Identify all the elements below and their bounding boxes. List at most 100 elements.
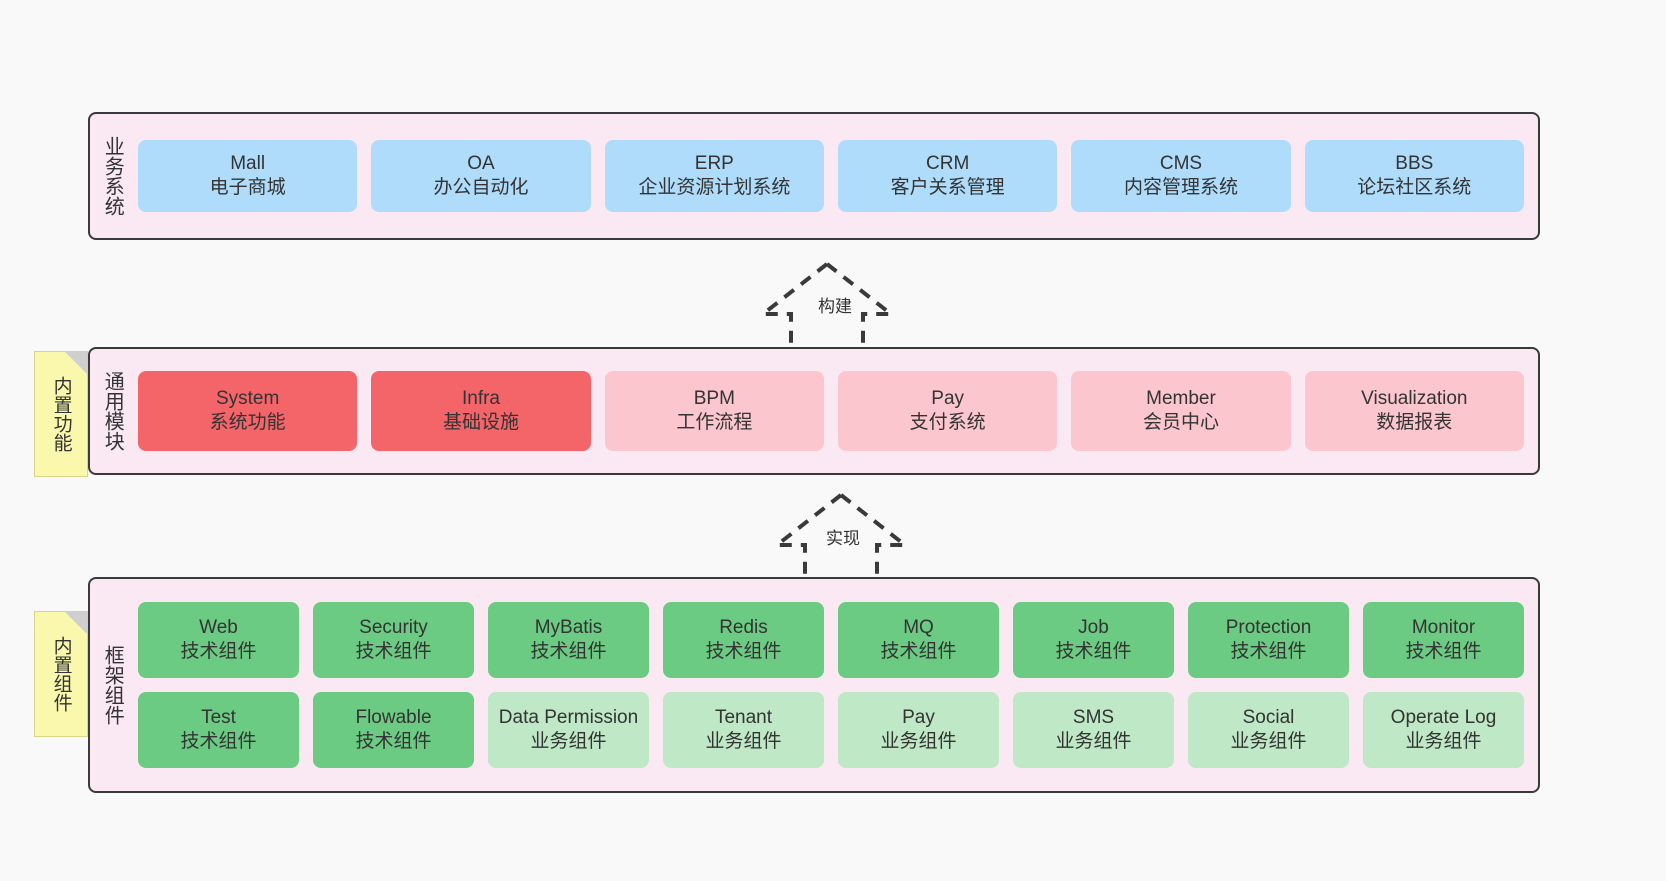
box-crm[interactable]: CRM 客户关系管理 xyxy=(837,140,1058,212)
box-tenant-en: Tenant xyxy=(714,707,773,729)
box-bbs[interactable]: BBS 论坛社区系统 xyxy=(1304,140,1524,212)
box-infra-en: Infra xyxy=(461,388,500,410)
box-bbs-cn: 论坛社区系统 xyxy=(1357,177,1472,198)
box-system[interactable]: System 系统功能 xyxy=(138,371,358,451)
box-sms-en: SMS xyxy=(1072,707,1115,729)
box-infra[interactable]: Infra 基础设施 xyxy=(371,371,591,451)
box-tenant[interactable]: Tenant 业务组件 xyxy=(663,692,824,768)
box-data-permission-cn: 业务组件 xyxy=(530,731,607,752)
connector-implement-label: 实现 xyxy=(826,529,860,548)
box-pay-module-cn: 支付系统 xyxy=(909,412,986,433)
connector-build-arrow xyxy=(757,258,897,350)
box-bpm-en: BPM xyxy=(693,388,735,410)
box-member-cn: 会员中心 xyxy=(1142,412,1219,433)
row-common-modules: System 系统功能 Infra 基础设施 BPM 工作流程 Pay 支付系统… xyxy=(138,371,1524,451)
box-social-cn: 业务组件 xyxy=(1230,731,1307,752)
box-job-en: Job xyxy=(1078,617,1109,639)
box-visualization[interactable]: Visualization 数据报表 xyxy=(1304,371,1524,451)
note-builtin-function: 内置功能 xyxy=(34,351,88,477)
connector-build-label: 构建 xyxy=(818,297,852,316)
box-monitor[interactable]: Monitor 技术组件 xyxy=(1363,602,1524,678)
box-web-en: Web xyxy=(199,617,238,639)
box-job[interactable]: Job 技术组件 xyxy=(1013,602,1174,678)
box-sms-cn: 业务组件 xyxy=(1055,731,1132,752)
box-mall-en: Mall xyxy=(230,153,266,175)
box-pay-component[interactable]: Pay 业务组件 xyxy=(838,692,999,768)
connector-implement-arrow xyxy=(771,489,911,581)
row-technical-components: Web 技术组件 Security 技术组件 MyBatis 技术组件 Redi… xyxy=(138,602,1524,678)
box-pay-component-cn: 业务组件 xyxy=(880,731,957,752)
box-job-cn: 技术组件 xyxy=(1055,641,1132,662)
box-social-en: Social xyxy=(1242,707,1295,729)
box-security-cn: 技术组件 xyxy=(355,641,432,662)
note-builtin-function-text: 内置功能 xyxy=(50,376,72,452)
box-visualization-cn: 数据报表 xyxy=(1376,412,1453,433)
box-cms-en: CMS xyxy=(1159,153,1203,175)
box-mybatis[interactable]: MyBatis 技术组件 xyxy=(488,602,649,678)
box-cms[interactable]: CMS 内容管理系统 xyxy=(1071,140,1291,212)
box-erp-cn: 企业资源计划系统 xyxy=(638,177,791,198)
box-mybatis-en: MyBatis xyxy=(534,617,603,639)
row-business-components: Test 技术组件 Flowable 技术组件 Data Permission … xyxy=(138,692,1524,768)
box-mybatis-cn: 技术组件 xyxy=(530,641,607,662)
box-social[interactable]: Social 业务组件 xyxy=(1188,692,1349,768)
box-test[interactable]: Test 技术组件 xyxy=(138,692,299,768)
box-redis-cn: 技术组件 xyxy=(705,641,782,662)
layer-title-common-module: 通用模块 xyxy=(101,371,124,451)
note-builtin-component-text: 内置组件 xyxy=(50,636,72,712)
box-sms[interactable]: SMS 业务组件 xyxy=(1013,692,1174,768)
layer-title-framework-component: 框架组件 xyxy=(101,645,124,725)
box-bpm-cn: 工作流程 xyxy=(676,412,753,433)
note-builtin-component: 内置组件 xyxy=(34,611,88,737)
layer-body-common-module: System 系统功能 Infra 基础设施 BPM 工作流程 Pay 支付系统… xyxy=(134,349,1538,473)
box-pay-module[interactable]: Pay 支付系统 xyxy=(837,371,1058,451)
box-security[interactable]: Security 技术组件 xyxy=(313,602,474,678)
box-infra-cn: 基础设施 xyxy=(442,412,519,433)
box-data-permission-en: Data Permission xyxy=(498,707,639,729)
box-pay-component-en: Pay xyxy=(902,707,935,729)
box-crm-cn: 客户关系管理 xyxy=(890,177,1005,198)
box-web-cn: 技术组件 xyxy=(180,641,257,662)
box-oa[interactable]: OA 办公自动化 xyxy=(371,140,591,212)
box-operate-log-en: Operate Log xyxy=(1390,707,1497,729)
row-business-systems: Mall 电子商城 OA 办公自动化 ERP 企业资源计划系统 CRM 客户关系… xyxy=(138,140,1524,212)
box-operate-log[interactable]: Operate Log 业务组件 xyxy=(1363,692,1524,768)
layer-common-module: 通用模块 System 系统功能 Infra 基础设施 BPM 工作流程 Pay… xyxy=(88,347,1540,475)
box-data-permission[interactable]: Data Permission 业务组件 xyxy=(488,692,649,768)
box-test-en: Test xyxy=(201,707,236,729)
box-member[interactable]: Member 会员中心 xyxy=(1071,371,1291,451)
box-system-cn: 系统功能 xyxy=(209,412,286,433)
layer-body-business-system: Mall 电子商城 OA 办公自动化 ERP 企业资源计划系统 CRM 客户关系… xyxy=(134,114,1538,238)
box-mq-en: MQ xyxy=(903,617,934,639)
box-mall-cn: 电子商城 xyxy=(209,177,286,198)
box-redis-en: Redis xyxy=(719,617,768,639)
box-web[interactable]: Web 技术组件 xyxy=(138,602,299,678)
box-protection-en: Protection xyxy=(1225,617,1312,639)
box-crm-en: CRM xyxy=(926,153,970,175)
box-member-en: Member xyxy=(1146,388,1216,410)
box-monitor-en: Monitor xyxy=(1411,617,1476,639)
box-operate-log-cn: 业务组件 xyxy=(1405,731,1482,752)
box-system-en: System xyxy=(215,388,280,410)
box-erp[interactable]: ERP 企业资源计划系统 xyxy=(604,140,824,212)
box-oa-cn: 办公自动化 xyxy=(433,177,529,198)
box-mq[interactable]: MQ 技术组件 xyxy=(838,602,999,678)
box-bpm[interactable]: BPM 工作流程 xyxy=(604,371,824,451)
box-flowable[interactable]: Flowable 技术组件 xyxy=(313,692,474,768)
layer-body-framework-component: Web 技术组件 Security 技术组件 MyBatis 技术组件 Redi… xyxy=(134,579,1538,791)
box-redis[interactable]: Redis 技术组件 xyxy=(663,602,824,678)
box-security-en: Security xyxy=(359,617,428,639)
box-test-cn: 技术组件 xyxy=(180,731,257,752)
layer-framework-component: 框架组件 Web 技术组件 Security 技术组件 MyBatis 技术组件… xyxy=(88,577,1540,793)
box-mq-cn: 技术组件 xyxy=(880,641,957,662)
box-flowable-en: Flowable xyxy=(355,707,432,729)
box-pay-module-en: Pay xyxy=(931,388,965,410)
box-protection-cn: 技术组件 xyxy=(1230,641,1307,662)
box-monitor-cn: 技术组件 xyxy=(1405,641,1482,662)
layer-title-business-system: 业务系统 xyxy=(101,136,124,216)
box-mall[interactable]: Mall 电子商城 xyxy=(138,140,358,212)
box-cms-cn: 内容管理系统 xyxy=(1123,177,1238,198)
layer-business-system: 业务系统 Mall 电子商城 OA 办公自动化 ERP 企业资源计划系统 CRM… xyxy=(88,112,1540,240)
box-visualization-en: Visualization xyxy=(1361,388,1468,410)
box-protection[interactable]: Protection 技术组件 xyxy=(1188,602,1349,678)
